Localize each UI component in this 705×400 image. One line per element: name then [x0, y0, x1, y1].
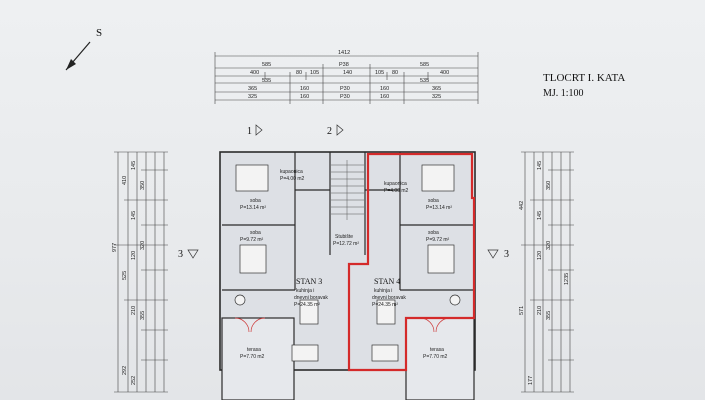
dim-top-r5-a: 325	[248, 94, 257, 100]
dim-right-c3-c: 355	[546, 311, 552, 320]
dim-top-r5-d: 160	[380, 94, 389, 100]
top-dimension-labels: 1412 585 P38 585 400 80 105 140 105 80 4…	[248, 50, 449, 100]
label-stan-4: STAN 4	[374, 277, 400, 286]
dim-top-r4-b: 160	[300, 86, 309, 92]
plan-title: TLOCRT I. KATA	[543, 72, 625, 84]
dim-top-r2-e: 105	[375, 70, 384, 76]
label-soba-right-2: soba	[428, 230, 439, 236]
label-kupaonica-right-area: P=4.00 m2	[384, 188, 409, 194]
dim-left-bottom-a: 292	[122, 366, 128, 375]
room-labels: kupaonica P=4.00 m2 kupaonica P=4.00 m2 …	[240, 169, 452, 360]
dim-left-total: 977	[112, 243, 118, 252]
building-plan	[219, 151, 476, 400]
dim-right-c3-d: 177	[528, 376, 534, 385]
label-terasa-right-area: P=7.70 m2	[423, 354, 448, 360]
label-kuhinja-right-area: P=24.35 m²	[372, 302, 398, 308]
label-soba-left-1: soba	[250, 198, 261, 204]
label-soba-left-2-area: P=9.72 m²	[240, 237, 264, 243]
label-stubiste: Stubište	[335, 234, 353, 240]
dim-top-r4-a: 365	[248, 86, 257, 92]
label-stan-3: STAN 3	[296, 277, 322, 286]
label-kupaonica-right: kupaonica	[384, 181, 407, 187]
dim-left-c3-a: 350	[140, 181, 146, 190]
dim-right-c2-d: 210	[537, 306, 543, 315]
dim-right-c3-b: 320	[546, 241, 552, 250]
bed-left-2	[239, 244, 267, 274]
north-label: S	[96, 27, 102, 39]
bed-right-2	[427, 244, 455, 274]
label-kuhinja-right-2: dnevni boravak	[372, 295, 406, 301]
label-soba-right-1-area: P=13.14 m²	[426, 205, 452, 211]
label-kupaonica-left: kupaonica	[280, 169, 303, 175]
north-arrow-icon	[65, 41, 91, 71]
dim-right-c1-a: 442	[519, 201, 525, 210]
dim-top-r5-c: P30	[340, 94, 350, 100]
label-soba-right-2-area: P=9.72 m²	[426, 237, 450, 243]
highlighted-unit-outline	[347, 152, 476, 372]
dim-top-r2-b: 80	[296, 70, 302, 76]
top-dimension-chains	[214, 52, 479, 104]
dim-left-c3-b: 320	[140, 241, 146, 250]
label-terasa-right: terasa	[430, 347, 444, 353]
dim-top-r2-d: 140	[343, 70, 352, 76]
dim-top-total: 1412	[338, 50, 350, 56]
dim-left-c2-d: 210	[131, 306, 137, 315]
axis-label-2: 2	[327, 126, 332, 137]
bed-left-1	[235, 164, 269, 192]
dim-right-c1-b: 571	[519, 306, 525, 315]
dim-right-c2-a: 145	[537, 161, 543, 170]
dim-left-c1-b: 525	[122, 271, 128, 280]
label-kuhinja-right-1: kuhinja i	[374, 288, 392, 294]
plan-scale: MJ. 1:100	[543, 88, 584, 99]
dim-top-r2-c: 105	[310, 70, 319, 76]
dim-top-r1-b: P38	[339, 62, 349, 68]
label-kuhinja-left-2: dnevni boravak	[294, 295, 328, 301]
dim-top-r5-b: 160	[300, 94, 309, 100]
dim-top-r4-e: 365	[432, 86, 441, 92]
dim-left-c1-a: 410	[122, 176, 128, 185]
right-dimension-chains	[521, 151, 574, 393]
left-dimension-labels: 977 410 525 145 145 120 210 350 320 355 …	[112, 161, 146, 385]
dim-top-r4-d: 160	[380, 86, 389, 92]
dim-right-c3-a: 350	[546, 181, 552, 190]
dim-left-c2-b: 145	[131, 211, 137, 220]
axis-label-1: 1	[247, 126, 252, 137]
right-dimension-labels: 442 571 145 145 120 210 350 320 355 1235…	[519, 161, 570, 385]
bed-right-1	[421, 164, 455, 192]
dim-left-bottom-b: 252	[131, 376, 137, 385]
label-terasa-left-area: P=7.70 m2	[240, 354, 265, 360]
label-kuhinja-left-area: P=24.35 m²	[294, 302, 320, 308]
label-soba-right-1: soba	[428, 198, 439, 204]
axis-markers	[187, 124, 499, 259]
dim-top-r2-g: 400	[440, 70, 449, 76]
dim-top-r1-c: 585	[420, 62, 429, 68]
dim-right-c2-b: 145	[537, 211, 543, 220]
dim-top-r3-a: 535	[262, 78, 271, 84]
terrace-right	[405, 317, 475, 400]
dim-top-r5-e: 325	[432, 94, 441, 100]
label-soba-left-2: soba	[250, 230, 261, 236]
axis-label-3-right: 3	[504, 249, 509, 260]
label-kuhinja-left-1: kuhinja i	[296, 288, 314, 294]
label-kupaonica-left-area: P=4.00 m2	[280, 176, 305, 182]
dim-top-r4-c: P30	[340, 86, 350, 92]
dim-right-total: 1235	[564, 273, 570, 285]
dim-top-r2-a: 400	[250, 70, 259, 76]
axis-label-3-left: 3	[178, 249, 183, 260]
label-terasa-left: terasa	[247, 347, 261, 353]
left-dimension-chains	[114, 151, 168, 393]
dim-left-c2-c: 120	[131, 251, 137, 260]
dim-top-r1-a: 585	[262, 62, 271, 68]
terrace-left	[221, 317, 295, 400]
dim-top-r3-b: 535	[420, 78, 429, 84]
label-soba-left-1-area: P=13.14 m²	[240, 205, 266, 211]
dim-right-c2-c: 120	[537, 251, 543, 260]
label-stubiste-area: P=12.72 m²	[333, 241, 359, 247]
dim-top-r2-f: 80	[392, 70, 398, 76]
dim-left-c3-c: 355	[140, 311, 146, 320]
dim-left-c2-a: 145	[131, 161, 137, 170]
